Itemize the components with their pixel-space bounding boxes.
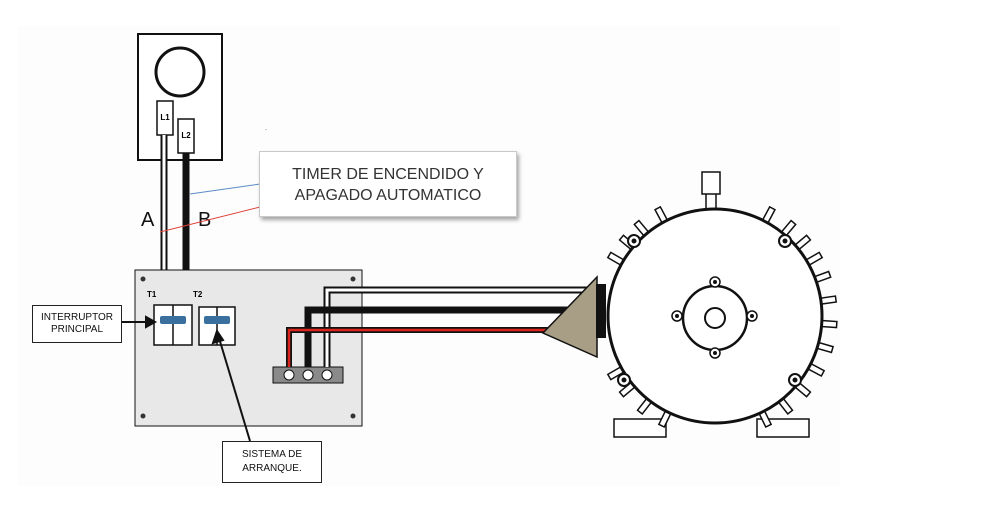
- terminal-screw: [321, 369, 333, 381]
- timer-label-line2: APAGADO AUTOMATICO: [294, 187, 482, 204]
- panel-screw: [350, 276, 356, 282]
- start-switch-contact: [204, 316, 230, 324]
- motor-top-lug: [701, 171, 721, 195]
- arranque-label-line2: ARRANQUE.: [242, 463, 302, 474]
- arranque-arrow: [218, 337, 251, 442]
- control-panel: T1 T2: [134, 269, 363, 427]
- meter-dial: [154, 46, 206, 98]
- electric-motor: [541, 171, 838, 438]
- motor-wire-red: [287, 328, 598, 367]
- panel-screw: [140, 413, 146, 419]
- wire-a-label: A: [141, 209, 155, 231]
- motor-wire-white-inner: [325, 288, 598, 367]
- panel-screw: [140, 276, 146, 282]
- interruptor-label-line1: INTERRUPTOR: [40, 312, 114, 323]
- timer-label-line1: TIMER DE ENCENDIDO Y: [292, 166, 484, 183]
- l2-label: L2: [181, 131, 191, 140]
- arranque-label-line1: SISTEMA DE: [241, 449, 302, 460]
- motor-wire-black: [304, 306, 598, 367]
- t2-label: T2: [193, 290, 203, 299]
- t1-label: T1: [147, 290, 157, 299]
- terminal-screw: [283, 369, 295, 381]
- timer-label-box: TIMER DE ENCENDIDO Y APAGADO AUTOMATICO: [259, 151, 517, 217]
- terminal-screw: [302, 369, 314, 381]
- interruptor-arrowhead: [145, 315, 158, 329]
- motor-bolts: [617, 234, 802, 387]
- main-switch-contact: [160, 316, 186, 324]
- motor-shaft: [704, 307, 726, 329]
- interruptor-label-line2: PRINCIPAL: [50, 324, 104, 335]
- arranque-arrowhead: [211, 328, 225, 345]
- arranque-label-box: SISTEMA DE ARRANQUE.: [222, 441, 322, 483]
- motor-wire-entry: [596, 284, 606, 338]
- callout-arrows: [122, 315, 251, 442]
- timer-pointer-red: [159, 206, 261, 233]
- wire-b-label: B: [198, 209, 211, 231]
- interruptor-label-box: INTERRUPTOR PRINCIPAL: [32, 305, 122, 343]
- electric-meter: L1 L2: [137, 33, 223, 161]
- l1-label: L1: [160, 113, 170, 122]
- timer-pointer-blue: [189, 183, 261, 195]
- motor-wires: [286, 286, 598, 367]
- panel-screw: [350, 413, 356, 419]
- hub-bolts: [671, 276, 758, 359]
- motor-foot-left: [613, 418, 667, 438]
- stray-mark: `: [265, 130, 267, 136]
